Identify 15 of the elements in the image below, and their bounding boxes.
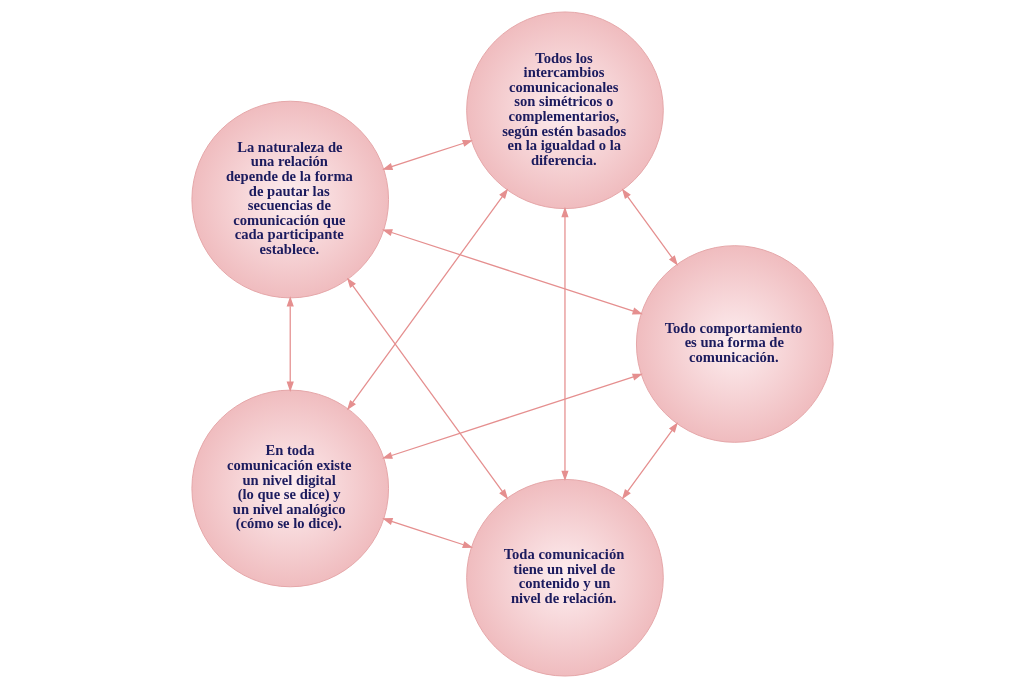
arrow [346, 188, 508, 411]
node-circle: En toda comunicación existe un nivel digital (lo que se dice) y un nivel analógico (cómo se lo dice). [190, 389, 389, 588]
arrow [346, 277, 508, 500]
node-circle: La naturaleza de una relación depende de la forma de pautar las secuencias de comunicación que cada participante establece. [190, 100, 389, 299]
arrow [560, 206, 569, 482]
arrow [286, 296, 294, 392]
arrow [381, 518, 473, 549]
arrow [621, 422, 678, 500]
arrow [621, 188, 678, 266]
arrow [381, 139, 473, 170]
arrow [381, 229, 643, 315]
node-circle: Todo comportamiento es una forma de comunicación. [635, 245, 834, 443]
node-circle: Toda comunicación tiene un nivel de contenido y un nivel de relación. [465, 478, 664, 677]
node-circle: Todos los intercambios comunicacionales son simétricos o complementarios, según estén basados en la igualdad o la diferencia. [465, 11, 664, 210]
arrow [381, 373, 643, 459]
